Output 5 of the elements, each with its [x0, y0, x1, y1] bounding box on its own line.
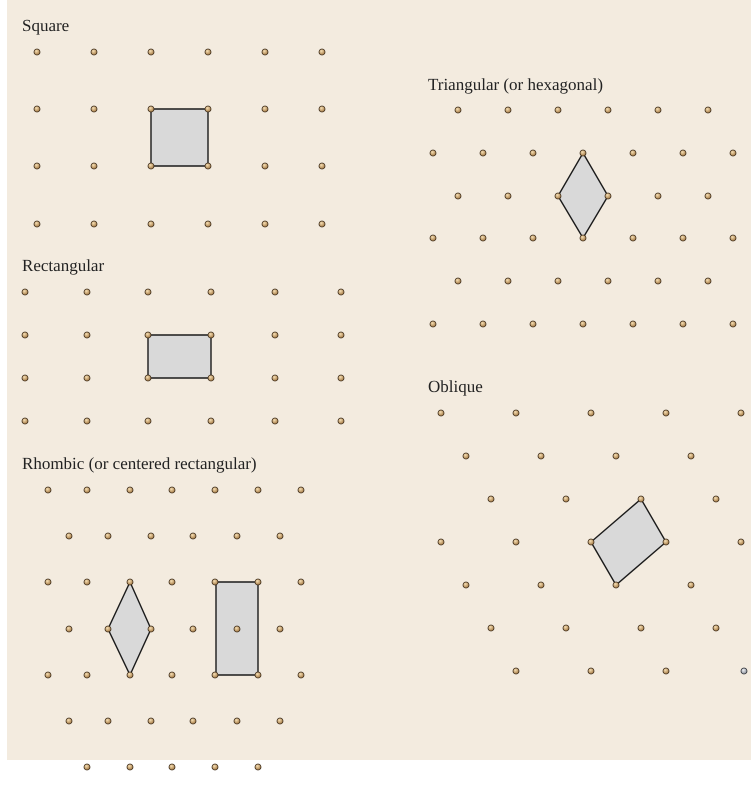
- lattice-title: Square: [22, 16, 70, 36]
- lattice-title: Rhombic (or centered rectangular): [22, 454, 257, 474]
- lattice-title: Rectangular: [22, 256, 104, 276]
- lattice-title: Oblique: [428, 377, 483, 397]
- lattice-title: Triangular (or hexagonal): [428, 75, 603, 95]
